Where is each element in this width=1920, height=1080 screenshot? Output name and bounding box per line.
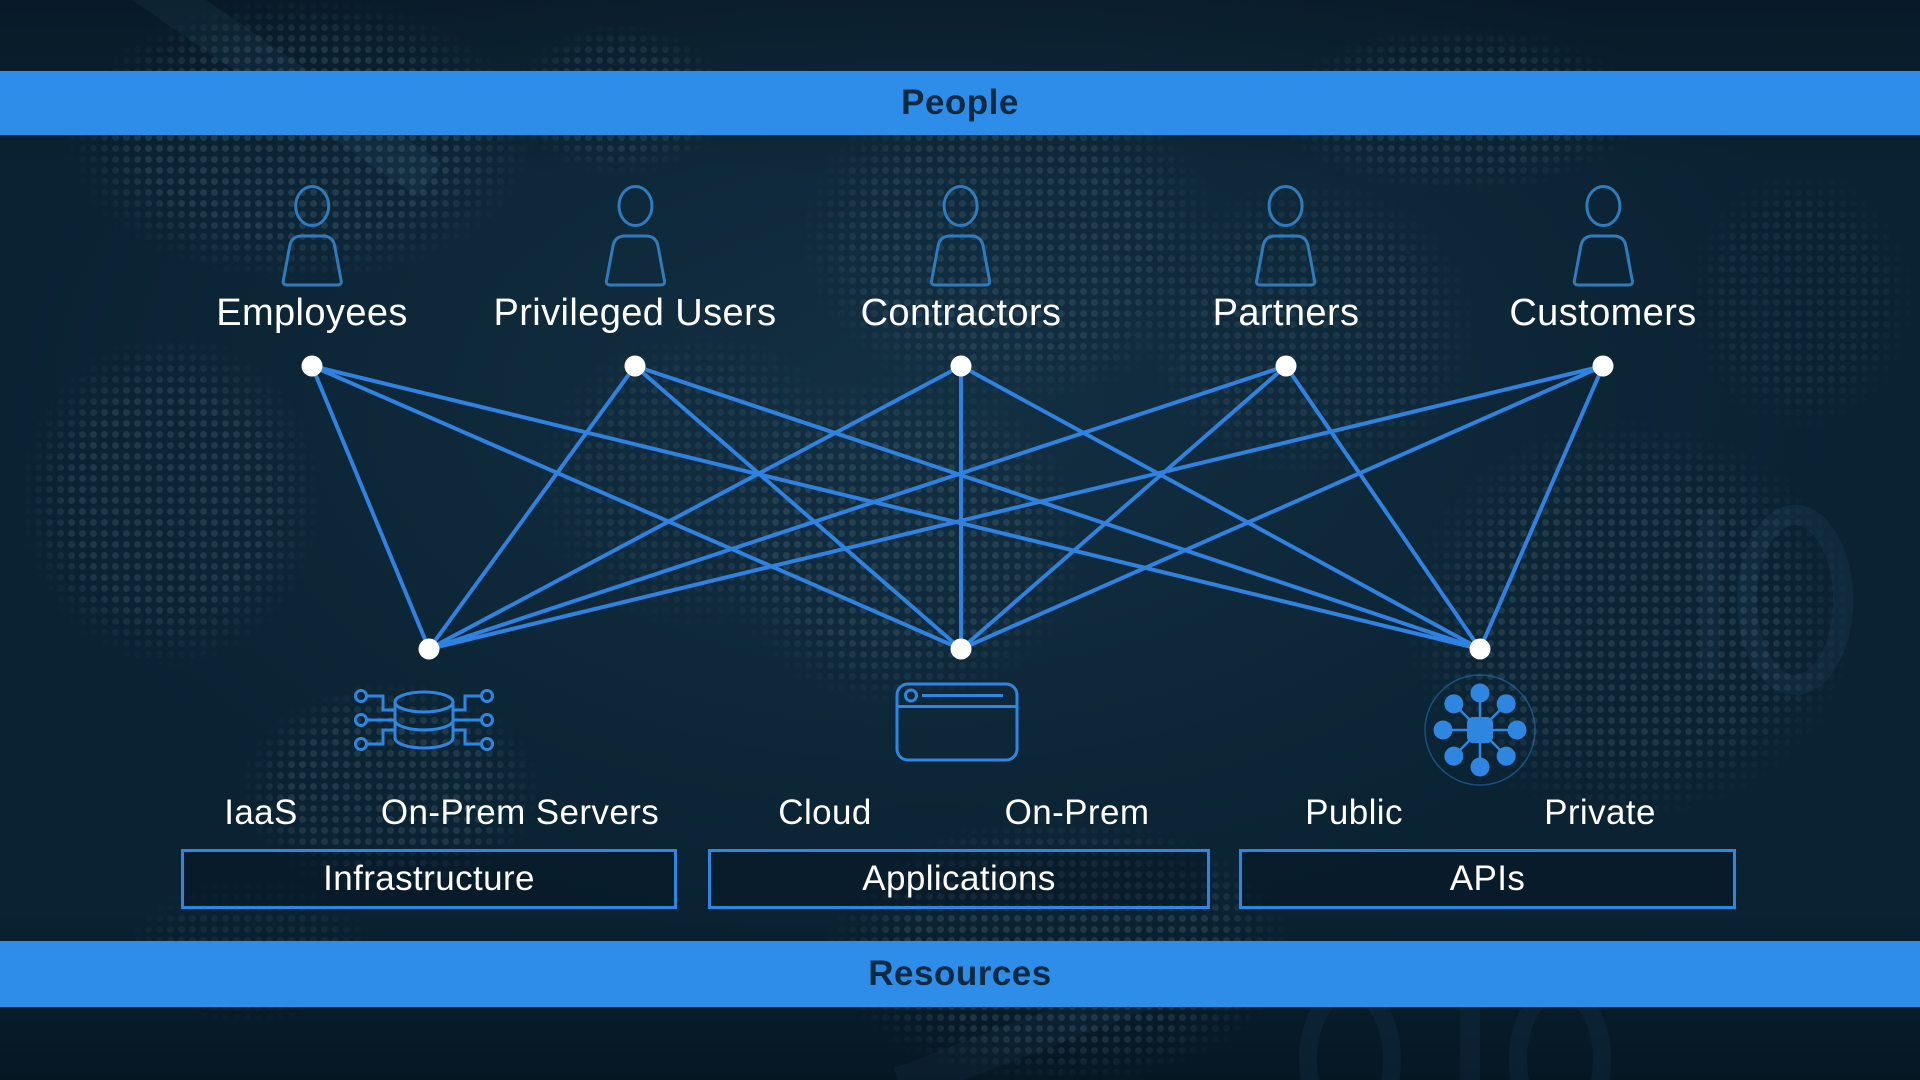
person-column-employees: Employees bbox=[216, 184, 408, 335]
infrastructure-box: Infrastructure bbox=[181, 849, 677, 909]
person-icon bbox=[1241, 184, 1331, 288]
person-icon bbox=[916, 184, 1006, 288]
network-node bbox=[950, 355, 972, 377]
sublabel-on-prem-servers: On-Prem Servers bbox=[380, 793, 660, 832]
binary-one-glyph bbox=[1700, 510, 1720, 680]
person-icon bbox=[267, 184, 357, 288]
person-label: Employees bbox=[216, 292, 408, 334]
sublabel-private: Private bbox=[1544, 793, 1656, 832]
person-label: Partners bbox=[1212, 292, 1360, 334]
people-banner-label: People bbox=[901, 83, 1019, 122]
person-column-partners: Partners bbox=[1213, 184, 1360, 335]
network-node bbox=[301, 355, 323, 377]
sublabel-iaas: IaaS bbox=[224, 793, 298, 832]
sublabel-on-prem: On-Prem bbox=[1004, 793, 1150, 832]
person-column-contractors: Contractors bbox=[861, 184, 1062, 335]
binary-zero-glyph bbox=[1737, 505, 1853, 695]
database-network-icon bbox=[354, 689, 494, 751]
applications-box-label: Applications bbox=[862, 859, 1056, 898]
applications-box: Applications bbox=[708, 849, 1210, 909]
sublabel-public: Public bbox=[1305, 793, 1403, 832]
apis-box-label: APIs bbox=[1449, 859, 1526, 898]
app-window-icon bbox=[895, 682, 1019, 762]
resources-banner-label: Resources bbox=[868, 954, 1052, 993]
resources-banner: Resources bbox=[0, 941, 1920, 1007]
network-node bbox=[1275, 355, 1297, 377]
person-label: Privileged Users bbox=[493, 292, 777, 334]
network-node bbox=[1469, 638, 1491, 660]
person-icon bbox=[590, 184, 680, 288]
person-column-customers: Customers bbox=[1509, 184, 1696, 335]
binary-one-glyph bbox=[1460, 1000, 1480, 1080]
network-node bbox=[624, 355, 646, 377]
person-label: Contractors bbox=[860, 292, 1062, 334]
network-node bbox=[418, 638, 440, 660]
network-node bbox=[950, 638, 972, 660]
apis-box: APIs bbox=[1239, 849, 1736, 909]
network-node bbox=[1592, 355, 1614, 377]
person-column-privileged-users: Privileged Users bbox=[493, 184, 776, 335]
sublabel-cloud: Cloud bbox=[778, 793, 872, 832]
person-label: Customers bbox=[1509, 292, 1697, 334]
api-hub-icon bbox=[1424, 674, 1536, 786]
infrastructure-box-label: Infrastructure bbox=[323, 859, 535, 898]
person-icon bbox=[1558, 184, 1648, 288]
people-banner: People bbox=[0, 71, 1920, 135]
